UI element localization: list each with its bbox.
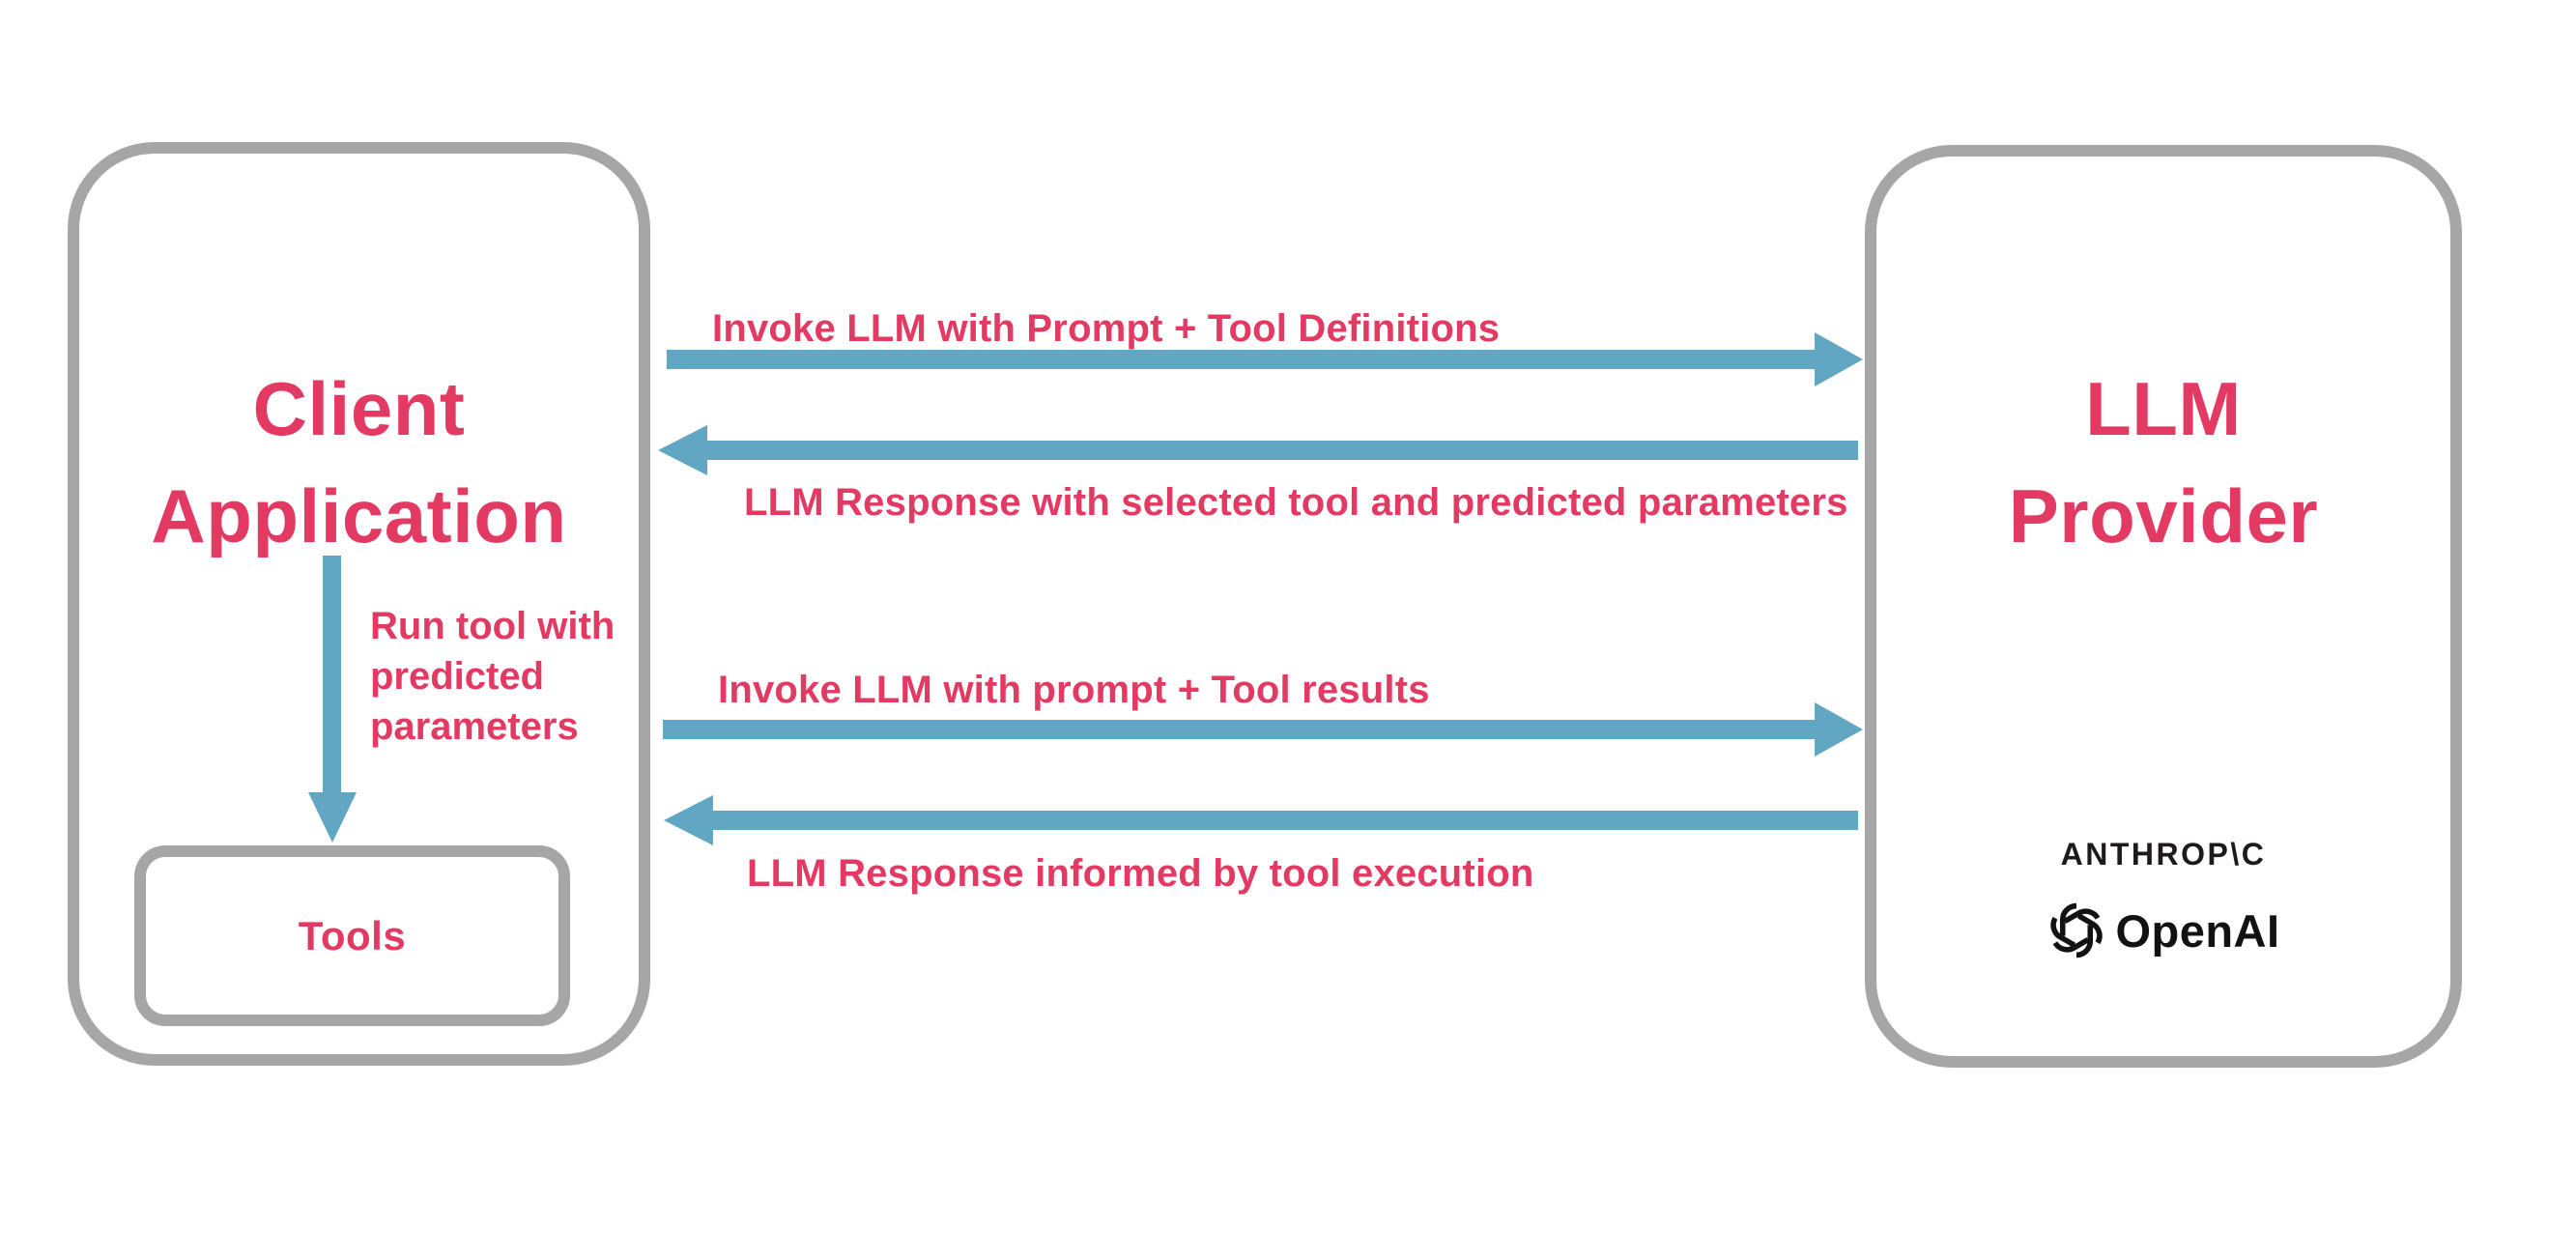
arrow-left-4-shaft <box>713 811 1858 830</box>
llm-title-line2: Provider <box>2008 472 2319 558</box>
llm-title-line1: LLM <box>2085 366 2242 451</box>
client-application-title: Client Application <box>68 356 650 570</box>
anthropic-logo: ANTHROP\C <box>2060 837 2267 872</box>
arrow-right-3-shaft <box>663 720 1815 739</box>
arrow-right-1-shaft <box>667 350 1815 369</box>
arrow-right-1-head-icon <box>1815 332 1863 386</box>
arrow-down-tools-shaft <box>323 556 341 792</box>
openai-knot-icon <box>2046 901 2106 960</box>
openai-logo-text: OpenAI <box>2115 904 2280 957</box>
client-title-line1: Client <box>252 366 466 451</box>
llm-provider-title: LLM Provider <box>1865 356 2462 570</box>
arrow-left-2-shaft <box>707 441 1858 460</box>
tools-label: Tools <box>298 912 407 958</box>
arrow-down-tools-head-icon <box>308 792 357 843</box>
arrow-left-2-head-icon <box>658 425 707 475</box>
message-label-response-selected-tool: LLM Response with selected tool and pred… <box>744 481 1848 524</box>
message-label-invoke-results: Invoke LLM with prompt + Tool results <box>718 669 1430 711</box>
message-label-response-informed: LLM Response informed by tool execution <box>747 852 1534 895</box>
run-tool-label: Run tool with predicted parameters <box>370 605 615 748</box>
llm-provider-box <box>1865 145 2462 1068</box>
openai-logo: OpenAI <box>1865 901 2462 960</box>
tools-box: Tools <box>134 845 570 1026</box>
arrow-right-3-head-icon <box>1815 702 1863 757</box>
message-label-invoke-definitions: Invoke LLM with Prompt + Tool Definition… <box>712 307 1501 350</box>
client-title-line2: Application <box>151 472 567 558</box>
arrow-left-4-head-icon <box>664 795 713 845</box>
